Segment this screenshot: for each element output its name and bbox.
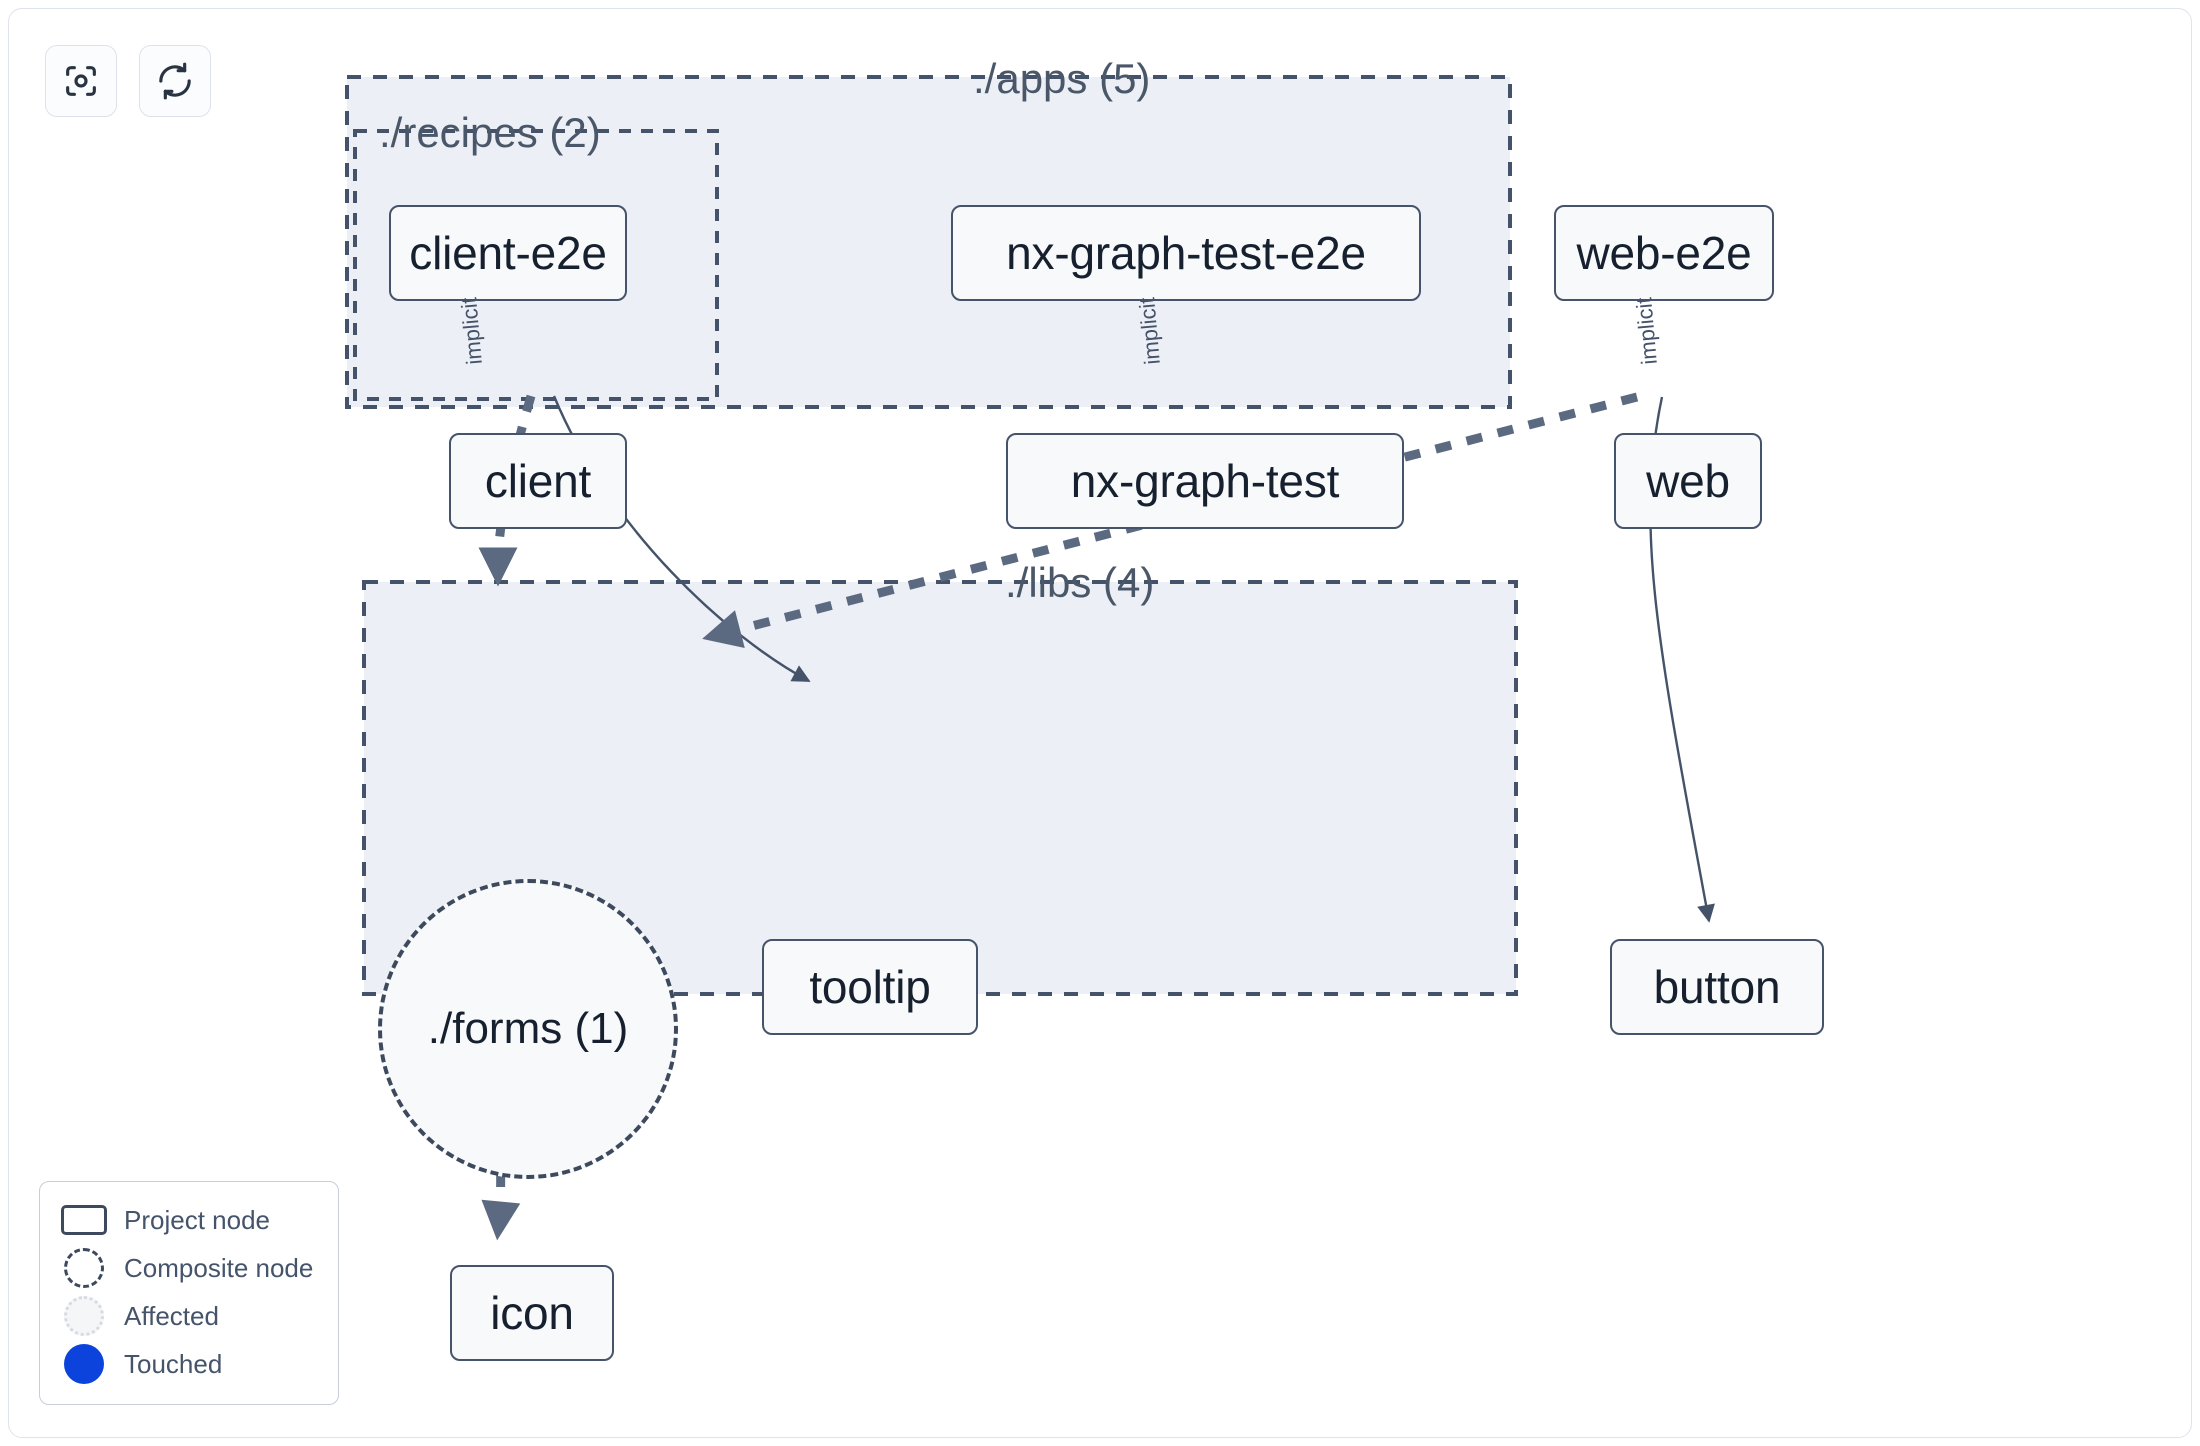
composite-node-swatch-icon (56, 1248, 112, 1288)
legend-label-touched: Touched (124, 1348, 223, 1379)
refresh-icon (155, 61, 195, 101)
node-nx-graph-test-e2e[interactable]: nx-graph-test-e2e (951, 205, 1421, 301)
legend-label-project-node: Project node (124, 1204, 270, 1235)
node-tooltip[interactable]: tooltip (762, 939, 978, 1035)
legend-item-affected: Affected (56, 1292, 322, 1340)
legend-item-project-node: Project node (56, 1196, 322, 1244)
focus-graph-button[interactable] (45, 45, 117, 117)
focus-target-icon (61, 61, 101, 101)
graph-canvas[interactable]: ./apps (5) ./recipes (2) ./libs (4) impl… (8, 8, 2192, 1438)
legend-label-affected: Affected (124, 1300, 219, 1331)
node-nx-graph-test[interactable]: nx-graph-test (1006, 433, 1404, 529)
affected-swatch-icon (56, 1296, 112, 1336)
node-forms-composite[interactable]: ./forms (1) (378, 879, 678, 1179)
graph-toolbar (45, 45, 211, 117)
project-node-swatch-icon (56, 1205, 112, 1235)
touched-swatch-icon (56, 1344, 112, 1384)
legend-label-composite-node: Composite node (124, 1252, 314, 1283)
legend-panel: Project node Composite node Affected Tou… (39, 1181, 339, 1405)
node-web-e2e[interactable]: web-e2e (1554, 205, 1774, 301)
refresh-graph-button[interactable] (139, 45, 211, 117)
node-client-e2e[interactable]: client-e2e (389, 205, 627, 301)
node-web[interactable]: web (1614, 433, 1762, 529)
node-client[interactable]: client (449, 433, 627, 529)
node-button[interactable]: button (1610, 939, 1824, 1035)
node-icon[interactable]: icon (450, 1265, 614, 1361)
legend-item-composite-node: Composite node (56, 1244, 322, 1292)
legend-item-touched: Touched (56, 1340, 322, 1388)
